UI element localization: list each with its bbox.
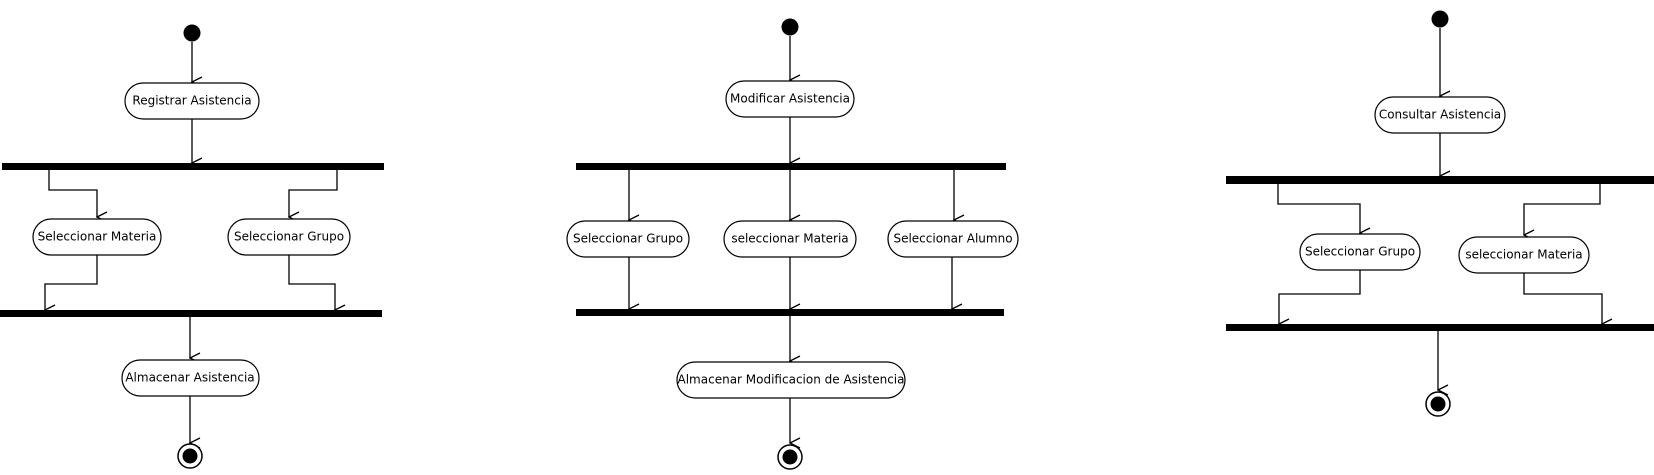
activity-label: Seleccionar Grupo xyxy=(573,232,683,246)
join-bar xyxy=(0,310,382,317)
activity-seleccionar-alumno: Seleccionar Alumno xyxy=(887,220,1019,258)
activity-label: seleccionar Materia xyxy=(731,232,848,246)
final-node xyxy=(1425,391,1451,417)
final-node xyxy=(177,443,203,469)
activity-seleccionar-grupo: Seleccionar Grupo xyxy=(566,220,690,258)
activity-label: Almacenar Modificacion de Asistencia xyxy=(678,373,905,387)
activity-seleccionar-materia: seleccionar Materia xyxy=(1458,236,1590,274)
final-node xyxy=(777,444,803,470)
fork-bar xyxy=(1226,176,1654,184)
flow-edge xyxy=(1277,184,1360,233)
diagram-registrar-asistencia: Registrar Asistencia Seleccionar Materia… xyxy=(0,24,384,469)
diagram-consultar-asistencia: Consultar Asistencia Seleccionar Grupo s… xyxy=(1226,10,1654,417)
fork-bar xyxy=(2,163,384,170)
activity-modificar-asistencia: Modificar Asistencia xyxy=(725,80,855,118)
flow-edge xyxy=(45,255,98,310)
activity-consultar-asistencia: Consultar Asistencia xyxy=(1374,96,1506,134)
join-bar xyxy=(1226,324,1654,331)
flow-edge xyxy=(1279,270,1361,324)
initial-node xyxy=(183,24,201,42)
activity-label: Modificar Asistencia xyxy=(730,92,850,106)
activity-label: Seleccionar Alumno xyxy=(893,232,1012,246)
activity-label: Almacenar Asistencia xyxy=(125,371,254,385)
activity-label: Seleccionar Materia xyxy=(38,230,157,244)
activity-label: Consultar Asistencia xyxy=(1379,108,1501,122)
join-bar xyxy=(576,309,1004,316)
flow-edge xyxy=(289,170,338,217)
flow-edge xyxy=(48,170,97,217)
activity-almacenar-modificacion: Almacenar Modificacion de Asistencia xyxy=(676,361,906,399)
activity-label: seleccionar Materia xyxy=(1465,248,1582,262)
activity-almacenar-asistencia: Almacenar Asistencia xyxy=(121,359,260,397)
activity-label: Registrar Asistencia xyxy=(132,94,251,108)
activity-label: Seleccionar Grupo xyxy=(1305,245,1415,259)
flow-edge xyxy=(1523,273,1602,324)
activity-label: Seleccionar Grupo xyxy=(234,230,344,244)
activity-seleccionar-materia: seleccionar Materia xyxy=(723,220,857,258)
activity-registrar-asistencia: Registrar Asistencia xyxy=(124,82,260,120)
fork-bar xyxy=(576,163,1006,170)
activity-seleccionar-materia: Seleccionar Materia xyxy=(32,218,162,256)
activity-seleccionar-grupo: Seleccionar Grupo xyxy=(1299,233,1421,271)
activity-seleccionar-grupo: Seleccionar Grupo xyxy=(227,218,351,256)
flow-edge xyxy=(288,255,335,310)
initial-node xyxy=(781,18,799,36)
diagram-modificar-asistencia: Modificar Asistencia Seleccionar Grupo s… xyxy=(566,18,1019,470)
flow-edge xyxy=(1524,184,1601,235)
initial-node xyxy=(1431,10,1449,28)
